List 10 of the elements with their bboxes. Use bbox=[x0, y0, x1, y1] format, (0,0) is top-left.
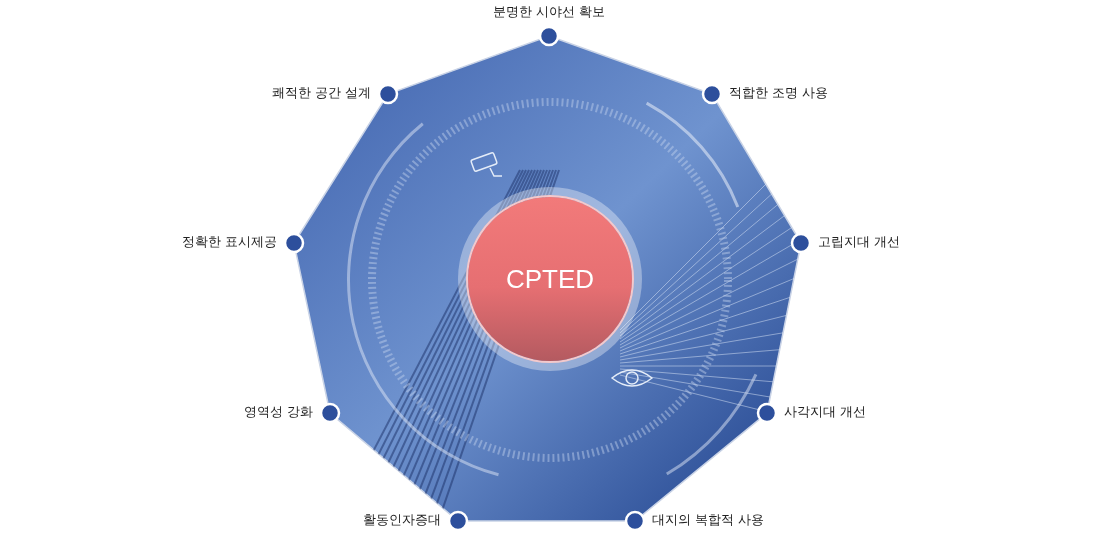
vertex-label: 정확한 표시제공 bbox=[181, 234, 277, 250]
vertex-label: 분명한 시야선 확보 bbox=[492, 4, 606, 20]
vertex-label: 활동인자증대 bbox=[363, 512, 441, 528]
vertex-label: 대지의 복합적 사용 bbox=[652, 512, 765, 528]
vertex-label: 영역성 강화 bbox=[243, 404, 313, 420]
vertex-label: 사각지대 개선 bbox=[784, 404, 867, 420]
vertex-label: 적합한 조명 사용 bbox=[729, 85, 829, 101]
center-title: CPTED bbox=[505, 263, 595, 295]
vertex-label: 쾌적한 공간 설계 bbox=[271, 85, 371, 101]
vertex-label: 고립지대 개선 bbox=[818, 234, 901, 250]
